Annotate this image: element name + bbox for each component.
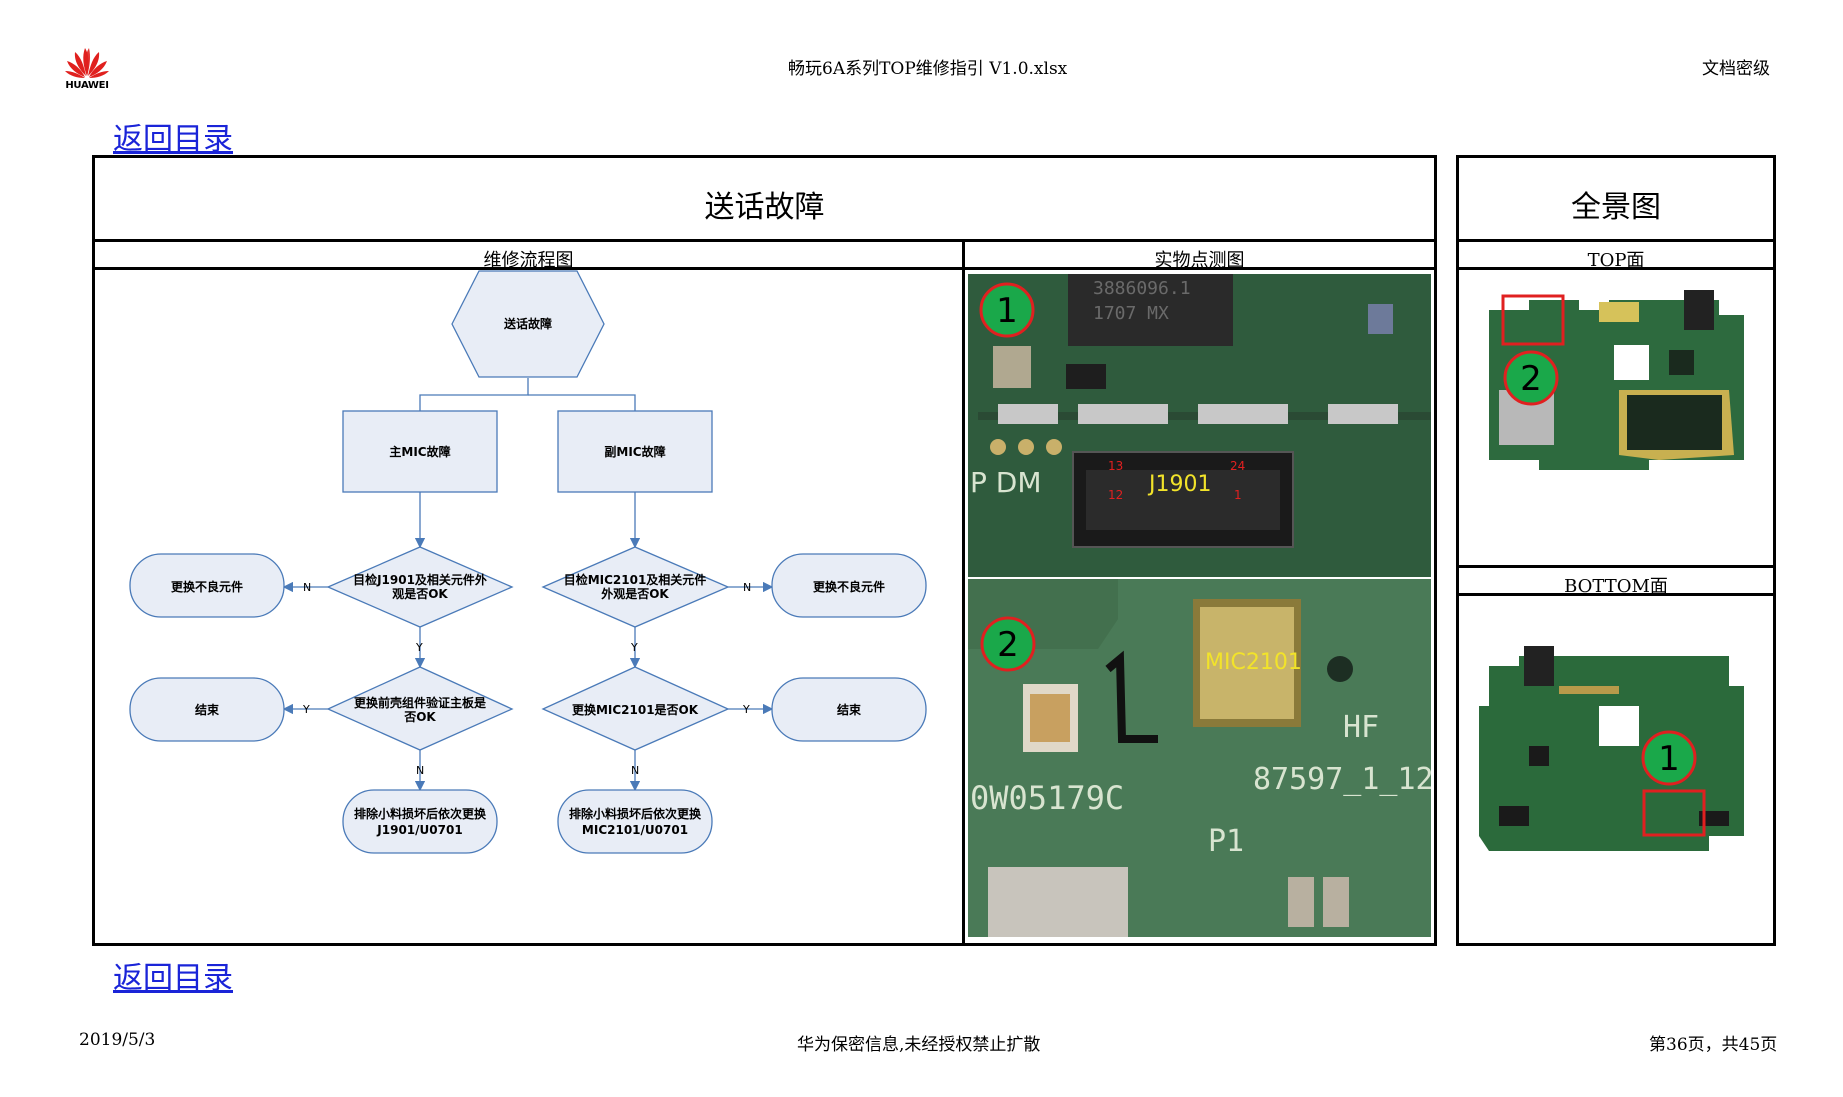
bottom-side-header: BOTTOM面 [1564, 576, 1668, 597]
main-mic-box [342, 410, 498, 493]
overview-title: 全景图 [1571, 190, 1661, 225]
divider [95, 239, 1434, 242]
photo-header: 实物点测图 [1154, 250, 1245, 271]
board-top-view: 2 [1489, 290, 1744, 470]
marker-circle [980, 616, 1036, 672]
security-label: 文档密级 [1702, 59, 1770, 79]
replace-bad-left-label: 更换不良元件 [171, 579, 243, 594]
marker-number: 1 [1658, 739, 1680, 779]
branch-y-label: Y [415, 641, 423, 654]
start-label: 送话故障 [503, 316, 552, 331]
photo-j1901: 3886096.1 1707 MX P DM 13 24 12 1 J1901 … [968, 274, 1431, 577]
replace-bad-right-label: 更换不良元件 [813, 579, 885, 594]
check-mic-label: 目检MIC2101及相关元件 [564, 572, 707, 587]
pcb-photo-j1901: 3886096.1 1707 MX P DM 13 24 12 1 J1901 … [968, 274, 1431, 577]
highlight-box [1642, 789, 1706, 837]
connector-label: J1901 [1147, 472, 1211, 497]
pin-label: 1 [1234, 488, 1242, 502]
branch-n-label: N [631, 764, 639, 777]
column-divider [962, 242, 965, 943]
mic-label: MIC2101 [1205, 650, 1302, 675]
check-j1901-decision [326, 546, 514, 628]
back-to-toc-link-bottom[interactable]: 返回目录 [113, 961, 233, 996]
end-left-label: 结束 [195, 702, 220, 717]
exclude-left-label: J1901/U0701 [376, 823, 462, 837]
top-side-header: TOP面 [1587, 250, 1645, 271]
pin-label: 13 [1108, 459, 1123, 473]
marker-number: 1 [996, 291, 1018, 331]
highlight-box [1501, 294, 1565, 346]
start-node [451, 270, 605, 378]
end-left [129, 677, 285, 742]
exclude-right-label: 排除小料损坏后依次更换 [569, 806, 702, 821]
branch-n-label: N [743, 581, 751, 594]
silkscreen: 87597_1_12 [1253, 762, 1431, 797]
exclude-left-label: 排除小料损坏后依次更换 [354, 806, 487, 821]
divider [1459, 593, 1773, 596]
pin-label: 24 [1230, 459, 1245, 473]
marker-number: 2 [1520, 359, 1542, 399]
sub-mic-box [557, 410, 713, 493]
marker-number: 2 [997, 625, 1019, 665]
pin-label: 12 [1108, 488, 1123, 502]
repair-flowchart: 送话故障 主MIC故障 副MIC故障 目检J1901及相关元件外 观是否OK 目… [129, 270, 927, 854]
chip-marking: 3886096.1 [1093, 278, 1191, 299]
marker-circle [1641, 730, 1697, 786]
huawei-logo: HUAWEI [64, 44, 110, 91]
footer-date: 2019/5/3 [79, 1030, 156, 1050]
check-j1901-label: 观是否OK [392, 587, 448, 601]
photo-mic2101: MIC2101 HF 87597_1_12 0W05179C P1 2 [968, 579, 1431, 937]
exclude-right [557, 789, 713, 854]
branch-y-label: Y [742, 703, 750, 716]
sub-mic-label: 副MIC故障 [604, 444, 665, 459]
logo-text: HUAWEI [65, 80, 109, 91]
overview-panel: 全景图 TOP面 BOTTOM面 2 1 [1456, 155, 1776, 946]
huawei-petal-icon [65, 48, 109, 78]
file-title: 畅玩6A系列TOP维修指引 V1.0.xlsx [788, 59, 1068, 79]
branch-n-label: N [303, 581, 311, 594]
branch-n-label: N [416, 764, 424, 777]
marker-circle [1503, 350, 1559, 406]
check-mic-label: 外观是否OK [601, 586, 669, 601]
footer-page: 第36页，共45页 [1649, 1035, 1778, 1055]
replace-shell-label: 更换前壳组件验证主板是 [354, 695, 487, 710]
silkscreen: 0W05179C [970, 779, 1124, 817]
check-j1901-label: 目检J1901及相关元件外 [353, 572, 487, 587]
replace-mic-decision [541, 666, 730, 751]
exclude-right-label: MIC2101/U0701 [582, 823, 688, 837]
end-right [771, 677, 927, 742]
back-to-toc-link-top[interactable]: 返回目录 [113, 122, 233, 157]
exclude-left [342, 789, 498, 854]
branch-y-label: Y [630, 641, 638, 654]
pcb-photo-mic2101: MIC2101 HF 87597_1_12 0W05179C P1 2 [968, 579, 1431, 937]
chip-marking: 1707 MX [1093, 303, 1169, 324]
replace-bad-left [129, 553, 285, 618]
silkscreen: P DM [970, 466, 1042, 499]
replace-shell-decision [326, 666, 514, 751]
divider [1459, 565, 1773, 568]
board-bottom-view: 1 [1479, 646, 1744, 851]
divider [1459, 267, 1773, 270]
main-mic-label: 主MIC故障 [389, 444, 450, 459]
flowchart-header: 维修流程图 [483, 250, 574, 271]
silkscreen: P1 [1208, 824, 1244, 859]
replace-shell-label: 否OK [403, 710, 436, 724]
check-mic-decision [541, 546, 730, 628]
replace-mic-label: 更换MIC2101是否OK [572, 702, 699, 717]
replace-bad-right [771, 553, 927, 618]
end-right-label: 结束 [837, 702, 862, 717]
branch-y-label: Y [302, 703, 310, 716]
main-panel: 送话故障 维修流程图 实物点测图 [92, 155, 1437, 946]
divider [1459, 239, 1773, 242]
footer-notice: 华为保密信息,未经授权禁止扩散 [797, 1035, 1041, 1055]
divider [95, 267, 1434, 270]
silkscreen: HF [1343, 710, 1379, 745]
marker-circle [979, 282, 1035, 338]
panel-title: 送话故障 [704, 190, 825, 225]
